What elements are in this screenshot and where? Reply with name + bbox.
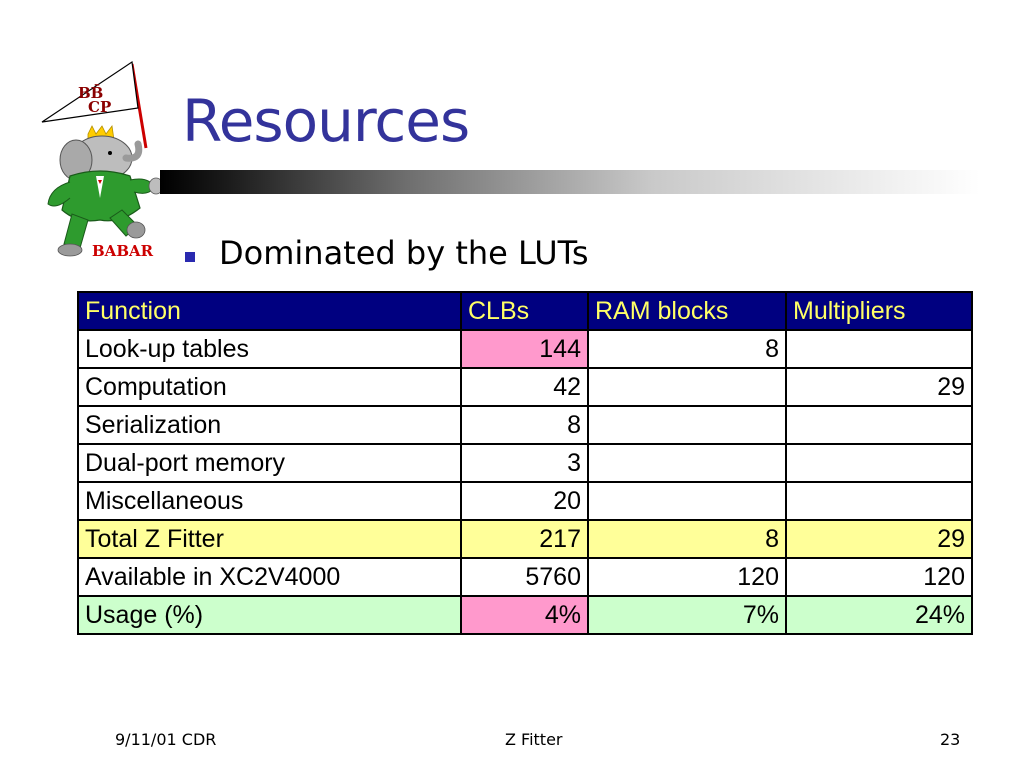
- cell-function: Serialization: [77, 405, 462, 445]
- cell-clbs: 217: [460, 519, 589, 559]
- cell-clbs: 144: [460, 329, 589, 369]
- cell-ram-blocks: [587, 405, 787, 445]
- cell-clbs: 20: [460, 481, 589, 521]
- cell-multipliers: 120: [785, 557, 973, 597]
- cell-ram-blocks: [587, 481, 787, 521]
- babar-logo: BB̄ CP BABAR: [41, 60, 164, 260]
- table-header-row: Function CLBs RAM blocks Multipliers: [77, 291, 973, 331]
- cell-ram-blocks: 7%: [587, 595, 787, 635]
- flag-text: BB̄: [78, 83, 103, 102]
- header-multipliers: Multipliers: [785, 291, 973, 331]
- babar-badge-text: BABAR: [92, 242, 154, 260]
- cell-function: Miscellaneous: [77, 481, 462, 521]
- bullet-square-icon: [185, 252, 195, 262]
- cell-ram-blocks: 8: [587, 519, 787, 559]
- cell-multipliers: [785, 329, 973, 369]
- cell-clbs: 4%: [460, 595, 589, 635]
- cell-clbs: 8: [460, 405, 589, 445]
- svg-text:CP: CP: [88, 98, 111, 116]
- title-gradient-bar: [160, 170, 980, 194]
- cell-ram-blocks: 120: [587, 557, 787, 597]
- page-number: 23: [940, 730, 961, 749]
- cell-function: Computation: [77, 367, 462, 407]
- bullet-text: Dominated by the LUTs: [219, 234, 589, 272]
- resources-table: Function CLBs RAM blocks Multipliers Loo…: [77, 291, 973, 635]
- bullet-item: Dominated by the LUTs: [185, 232, 589, 274]
- footer-date: 9/11/01 CDR: [115, 730, 217, 749]
- header-function: Function: [77, 291, 462, 331]
- table-row: Serialization 8: [77, 405, 973, 445]
- cell-ram-blocks: [587, 367, 787, 407]
- table-row: Dual-port memory 3: [77, 443, 973, 483]
- cell-multipliers: [785, 443, 973, 483]
- cell-function: Available in XC2V4000: [77, 557, 462, 597]
- table-row: Computation 42 29: [77, 367, 973, 407]
- table-row: Miscellaneous 20: [77, 481, 973, 521]
- available-row: Available in XC2V4000 5760 120 120: [77, 557, 973, 597]
- cell-clbs: 5760: [460, 557, 589, 597]
- slide-title: Resources: [182, 87, 470, 155]
- cell-function: Total Z Fitter: [77, 519, 462, 559]
- table-row: Look-up tables 144 8: [77, 329, 973, 369]
- footer-title: Z Fitter: [505, 730, 563, 749]
- cell-function: Dual-port memory: [77, 443, 462, 483]
- cell-multipliers: 24%: [785, 595, 973, 635]
- cell-function: Look-up tables: [77, 329, 462, 369]
- header-ram-blocks: RAM blocks: [587, 291, 787, 331]
- cell-ram-blocks: [587, 443, 787, 483]
- header-clbs: CLBs: [460, 291, 589, 331]
- cell-function: Usage (%): [77, 595, 462, 635]
- cell-multipliers: [785, 405, 973, 445]
- cell-multipliers: 29: [785, 519, 973, 559]
- cell-multipliers: [785, 481, 973, 521]
- cell-clbs: 3: [460, 443, 589, 483]
- cell-ram-blocks: 8: [587, 329, 787, 369]
- pennant-flag: [41, 60, 139, 123]
- cell-multipliers: 29: [785, 367, 973, 407]
- usage-row: Usage (%) 4% 7% 24%: [77, 595, 973, 635]
- cell-clbs: 42: [460, 367, 589, 407]
- total-row: Total Z Fitter 217 8 29: [77, 519, 973, 559]
